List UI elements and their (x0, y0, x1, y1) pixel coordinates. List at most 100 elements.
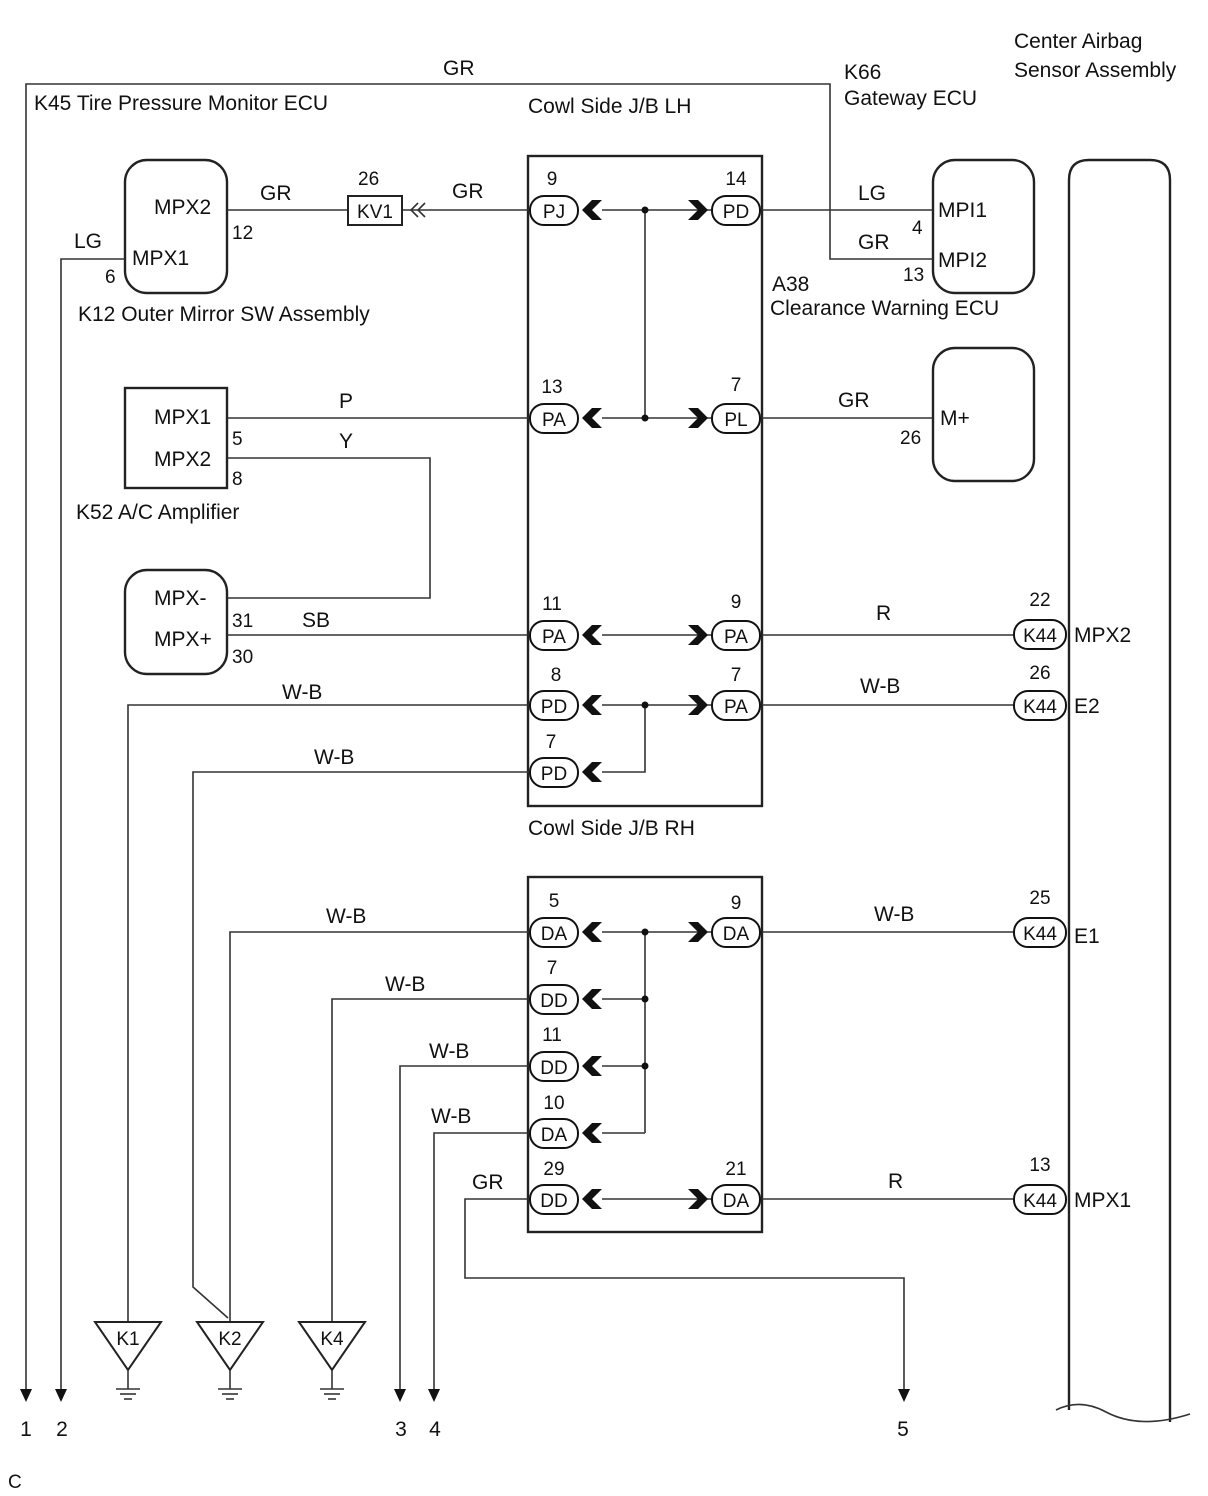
connector-code: DA (541, 924, 568, 945)
connector-oval (711, 403, 761, 434)
arrow-down-icon (394, 1389, 406, 1402)
wire-color-label: GR (472, 1171, 504, 1194)
wire-color-label: W-B (429, 1040, 469, 1063)
wire-top-gr (25, 83, 933, 1390)
kv1-code-label: KV1 (357, 202, 393, 223)
wire-color-label: SB (302, 609, 330, 632)
connector-pin-label: 14 (725, 169, 747, 190)
connector-oval (529, 1051, 579, 1082)
k66-pin-13: 13 (903, 265, 924, 286)
junction-dot (641, 414, 649, 422)
k12-mpx2-terminal: MPX2 (154, 196, 211, 219)
ground-label: K1 (116, 1329, 139, 1350)
ground-label: K2 (218, 1329, 241, 1350)
connector-oval (711, 690, 761, 721)
connector-pin-label: 7 (731, 375, 742, 396)
wire-k52-mpx2-y (227, 457, 431, 599)
output-label: 4 (429, 1418, 441, 1441)
k44-pin-label: 25 (1029, 888, 1050, 909)
connector-code: DD (540, 991, 567, 1012)
connector-code: DD (540, 1058, 567, 1079)
wire-k12-mpx1-lg (60, 258, 125, 1390)
k66-mpi1-terminal: MPI1 (938, 199, 987, 222)
a38-mplus-terminal: M+ (940, 407, 970, 430)
center-airbag-sensor-assembly (1067, 158, 1172, 1422)
wire-color-label: LG (858, 182, 886, 205)
footer-code: C (8, 1472, 22, 1493)
a38-name-label: Clearance Warning ECU (770, 297, 999, 320)
connector-oval (529, 984, 579, 1015)
k52-mpx2-terminal: MPX2 (154, 448, 211, 471)
connector-code: PD (541, 764, 567, 785)
connector-code: DA (723, 1191, 750, 1212)
k66-name-label: Gateway ECU (844, 87, 977, 110)
ground-label: K4 (320, 1329, 344, 1350)
k44-connector-oval (1013, 619, 1067, 650)
arrow-down-icon (428, 1389, 440, 1402)
k45-tire-pressure-ecu (123, 568, 229, 676)
wire-dd11-out3 (399, 1065, 530, 1390)
connector-oval (711, 917, 761, 948)
connector-oval (529, 1118, 579, 1149)
wire-color-label: W-B (874, 903, 914, 926)
airbag-label-line1: Center Airbag (1014, 30, 1142, 53)
k44-connector-oval (1013, 1184, 1067, 1215)
wire-color-label: W-B (431, 1105, 471, 1128)
connector-code: DD (540, 1191, 567, 1212)
connector-pin-label: 9 (731, 592, 742, 613)
k52-label: K52 A/C Amplifier (76, 501, 239, 524)
connector-oval (711, 195, 761, 226)
airbag-e1-terminal: E1 (1074, 925, 1100, 948)
connector-oval (529, 690, 579, 721)
kv1-pin-label: 26 (358, 169, 379, 190)
connector-code: PA (724, 627, 748, 648)
k52-ac-amplifier (123, 386, 229, 490)
connector-code: PA (724, 697, 748, 718)
output-label: 3 (395, 1418, 407, 1441)
connector-pin-label: 10 (543, 1093, 564, 1114)
output-label: 2 (56, 1418, 68, 1441)
output-label: 1 (20, 1418, 32, 1441)
jb-lh-connectors: 9 PJ 14 PD 13 PA 7 PL 11 PA 9 PA 8 PD 7 … (529, 169, 761, 788)
k12-mpx1-terminal: MPX1 (132, 247, 189, 270)
connector-oval (711, 620, 761, 651)
wire-pd7-k2 (192, 771, 530, 1319)
connector-pin-label: 11 (542, 594, 562, 615)
wire-color-label: R (888, 1170, 903, 1193)
k45-mpx-minus-terminal: MPX- (154, 587, 207, 610)
connector-oval (529, 917, 579, 948)
k44-code: K44 (1023, 626, 1057, 647)
connector-code: PL (724, 410, 747, 431)
ground-k4: K4 (297, 1321, 367, 1400)
wire-color-label: R (876, 602, 891, 625)
wire-da10-out4 (433, 1132, 530, 1390)
k52-mpx1-terminal: MPX1 (154, 406, 211, 429)
wire-dd7-k4 (331, 998, 530, 1322)
connector-oval (711, 1184, 761, 1215)
k52-pin-8: 8 (232, 469, 243, 490)
wires (25, 83, 1014, 1390)
k44-pin-label: 13 (1029, 1155, 1050, 1176)
airbag-e2-terminal: E2 (1074, 695, 1100, 718)
connector-code: PA (542, 410, 566, 431)
wire-color-label: Y (339, 430, 353, 453)
k44-connectors: 22 K44 26 K44 25 K44 13 K44 (1013, 590, 1067, 1215)
kv1-connector: 26 KV1 (347, 169, 426, 226)
arrow-down-icon (20, 1389, 32, 1402)
arrow-down-icon (55, 1389, 67, 1402)
connector-pin-label: 7 (546, 732, 557, 753)
connector-pin-label: 9 (731, 893, 742, 914)
k66-mpi2-terminal: MPI2 (938, 249, 987, 272)
airbag-label-line2: Sensor Assembly (1014, 59, 1177, 82)
cowl-rh-label: Cowl Side J/B RH (528, 817, 695, 840)
a38-pin-26: 26 (900, 428, 921, 449)
k12-pin-12: 12 (232, 223, 253, 244)
k44-connector-oval (1013, 690, 1067, 721)
k44-pin-label: 26 (1029, 663, 1050, 684)
a38-clearance-warning-ecu (931, 346, 1036, 483)
k12-outer-mirror-switch (123, 158, 229, 295)
wire-da5-k2 (229, 931, 530, 1322)
connector-pin-label: 21 (725, 1159, 746, 1180)
connector-code: DA (723, 924, 750, 945)
